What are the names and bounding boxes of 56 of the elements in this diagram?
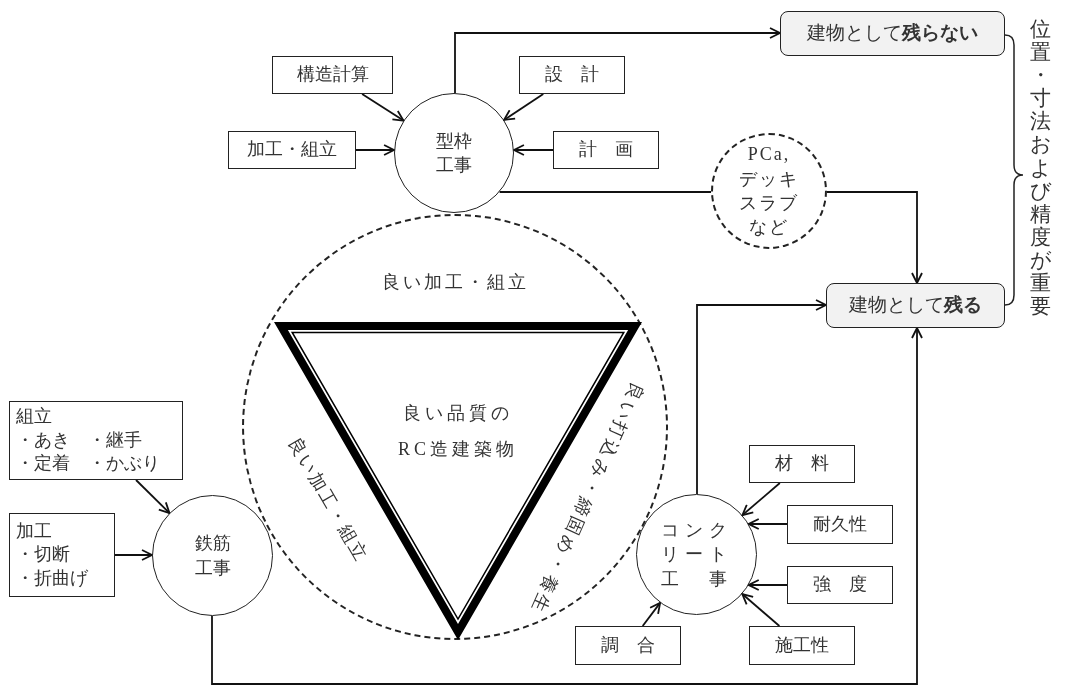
node-label: 強 度	[813, 573, 867, 597]
side-label: 良い加工・組立	[283, 434, 371, 566]
arrow	[454, 27, 781, 94]
node-label: 施工性	[775, 633, 829, 657]
node-label: 計 画	[579, 138, 633, 162]
arrow	[361, 93, 405, 122]
arrow	[513, 144, 554, 156]
process-box	[787, 505, 893, 544]
node-label: PCa,デッキスラブなど	[738, 143, 800, 240]
result-box	[780, 11, 1005, 56]
arrow	[135, 479, 171, 514]
process-box	[787, 566, 893, 604]
node-label: 設 計	[545, 63, 599, 87]
side-label: 良い加工・組立	[381, 273, 529, 293]
process-circle	[711, 133, 827, 249]
node-label: 構造計算	[296, 63, 369, 87]
result-box	[826, 283, 1005, 328]
process-box	[749, 626, 855, 665]
arrow	[641, 601, 661, 627]
node-label: 建物として残らない	[807, 21, 978, 46]
process-box	[553, 131, 659, 169]
process-box	[9, 401, 183, 480]
arrow	[741, 593, 781, 627]
arrow	[747, 518, 788, 530]
node-label: ・切断	[16, 543, 70, 567]
process-box	[9, 513, 115, 597]
arrow	[503, 93, 545, 121]
side-label: 良い打込み・締固め・養生	[525, 378, 647, 618]
process-box	[272, 56, 393, 94]
process-box	[228, 131, 356, 169]
node-label: 耐久性	[813, 512, 867, 536]
arrow	[826, 191, 923, 284]
node-label: 良い品質のRC造建築物	[397, 402, 519, 461]
arrow	[355, 144, 395, 156]
node-label: コンクリート工 事	[659, 519, 734, 591]
connector-line	[498, 191, 712, 193]
node-label: ・定着 ・かぶり	[16, 452, 160, 476]
arrow	[114, 549, 153, 561]
node-label: 鉄筋工事	[193, 532, 232, 580]
node-label: 加工・組立	[247, 138, 337, 162]
node-label: 型枠工事	[435, 129, 473, 177]
node-label: 材 料	[775, 452, 829, 476]
vertical-note: 位置・寸法および精度が重要	[1030, 18, 1051, 319]
node-label: ・折曲げ	[16, 566, 88, 590]
process-box	[575, 626, 681, 665]
node-label: 組立	[16, 405, 52, 429]
arrow	[211, 327, 923, 685]
arrow	[696, 299, 827, 495]
node-label: 加工	[16, 519, 52, 543]
process-box	[749, 445, 855, 483]
process-box	[519, 56, 625, 94]
arrow	[747, 579, 788, 591]
node-label: ・あき ・継手	[16, 428, 142, 452]
arrow	[741, 482, 781, 516]
node-label: 調 合	[601, 633, 655, 657]
node-label: 建物として残る	[849, 293, 982, 318]
